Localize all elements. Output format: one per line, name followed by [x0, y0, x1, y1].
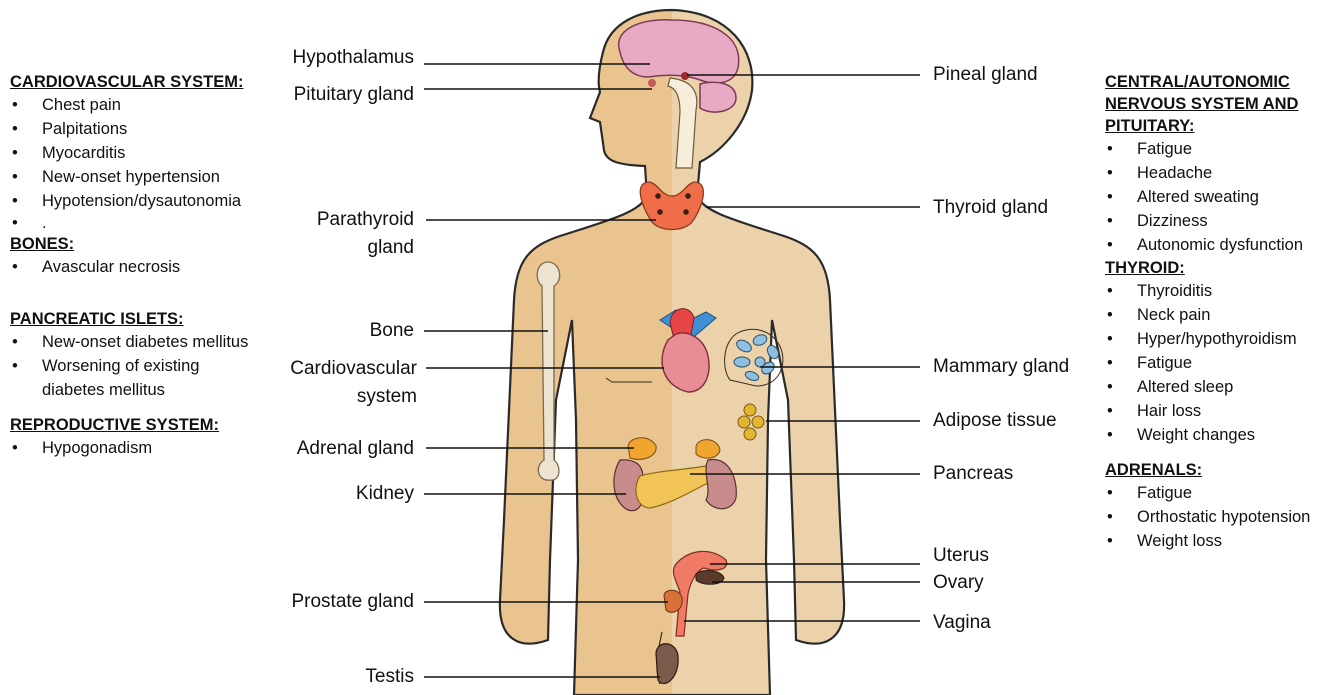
list-item: Hair loss: [1105, 399, 1333, 423]
label-uterus: Uterus: [933, 542, 989, 569]
label-cardiovascular-line1: Cardiovascular: [290, 355, 417, 382]
label-bone: Bone: [370, 317, 414, 344]
section-title-pancreatic-islets: PANCREATIC ISLETS:: [10, 308, 292, 330]
list-item: Orthostatic hypotension: [1105, 505, 1333, 529]
prostate-shape: [664, 590, 682, 612]
list-item: Myocarditis: [10, 141, 292, 165]
list-item: Hypogonadism: [10, 436, 292, 460]
thyroid-list: Thyroiditis Neck pain Hyper/hypothyroidi…: [1105, 279, 1333, 447]
list-item: Fatigue: [1105, 351, 1333, 375]
list-item: Weight changes: [1105, 423, 1333, 447]
label-prostate-gland: Prostate gland: [291, 588, 414, 615]
section-title-reproductive: REPRODUCTIVE SYSTEM:: [10, 414, 292, 436]
bones-list: Avascular necrosis: [10, 255, 292, 279]
list-item: Worsening of existing diabetes mellitus: [10, 354, 242, 402]
section-title-adrenals: ADRENALS:: [1105, 459, 1333, 481]
list-item: Weight loss: [1105, 529, 1333, 553]
label-ovary: Ovary: [933, 569, 984, 596]
label-vagina: Vagina: [933, 609, 991, 636]
list-item: New-onset diabetes mellitus: [10, 330, 292, 354]
list-item: Chest pain: [10, 93, 292, 117]
list-item: Altered sweating: [1105, 185, 1333, 209]
list-item: New-onset hypertension: [10, 165, 292, 189]
list-item: Hyper/hypothyroidism: [1105, 327, 1333, 351]
pancreatic-list: New-onset diabetes mellitus Worsening of…: [10, 330, 292, 402]
section-title-cns-pituitary: CENTRAL/AUTONOMIC NERVOUS SYSTEM AND PIT…: [1105, 71, 1315, 137]
right-panel: CENTRAL/AUTONOMIC NERVOUS SYSTEM AND PIT…: [1105, 71, 1333, 553]
list-item: Altered sleep: [1105, 375, 1333, 399]
label-testis: Testis: [365, 663, 414, 690]
label-hypothalamus: Hypothalamus: [293, 44, 414, 71]
left-panel: CARDIOVASCULAR SYSTEM: Chest pain Palpit…: [10, 71, 292, 460]
label-pancreas: Pancreas: [933, 460, 1013, 487]
label-thyroid-gland: Thyroid gland: [933, 194, 1048, 221]
list-item: Avascular necrosis: [10, 255, 292, 279]
section-title-bones: BONES:: [10, 233, 292, 255]
label-kidney: Kidney: [356, 480, 414, 507]
label-pituitary-gland: Pituitary gland: [294, 81, 414, 108]
list-item: Fatigue: [1105, 137, 1333, 161]
cns-list: Fatigue Headache Altered sweating Dizzin…: [1105, 137, 1333, 257]
list-item: Palpitations: [10, 117, 292, 141]
list-item: Fatigue: [1105, 481, 1333, 505]
pineal-dot: [681, 72, 689, 80]
label-mammary-gland: Mammary gland: [933, 353, 1069, 380]
list-item: Thyroiditis: [1105, 279, 1333, 303]
cerebellum-shape: [700, 82, 736, 112]
list-item: Dizziness: [1105, 209, 1333, 233]
list-item: Autonomic dysfunction: [1105, 233, 1333, 257]
label-parathyroid-line2: gland: [368, 234, 415, 261]
label-adrenal-gland: Adrenal gland: [297, 435, 414, 462]
list-item: Hypotension/dysautonomia: [10, 189, 292, 213]
label-parathyroid-line1: Parathyroid: [317, 206, 414, 233]
adrenals-list: Fatigue Orthostatic hypotension Weight l…: [1105, 481, 1333, 553]
label-adipose-tissue: Adipose tissue: [933, 407, 1057, 434]
label-cardiovascular-line2: system: [357, 383, 417, 410]
list-item-trailing-dot: .: [10, 213, 292, 233]
reproductive-list: Hypogonadism: [10, 436, 292, 460]
section-title-thyroid: THYROID:: [1105, 257, 1333, 279]
label-pineal-gland: Pineal gland: [933, 61, 1038, 88]
list-item: Headache: [1105, 161, 1333, 185]
pituitary-dot: [648, 79, 656, 87]
cardiovascular-list: Chest pain Palpitations Myocarditis New-…: [10, 93, 292, 233]
list-item: Neck pain: [1105, 303, 1333, 327]
section-title-cardiovascular: CARDIOVASCULAR SYSTEM:: [10, 71, 292, 93]
